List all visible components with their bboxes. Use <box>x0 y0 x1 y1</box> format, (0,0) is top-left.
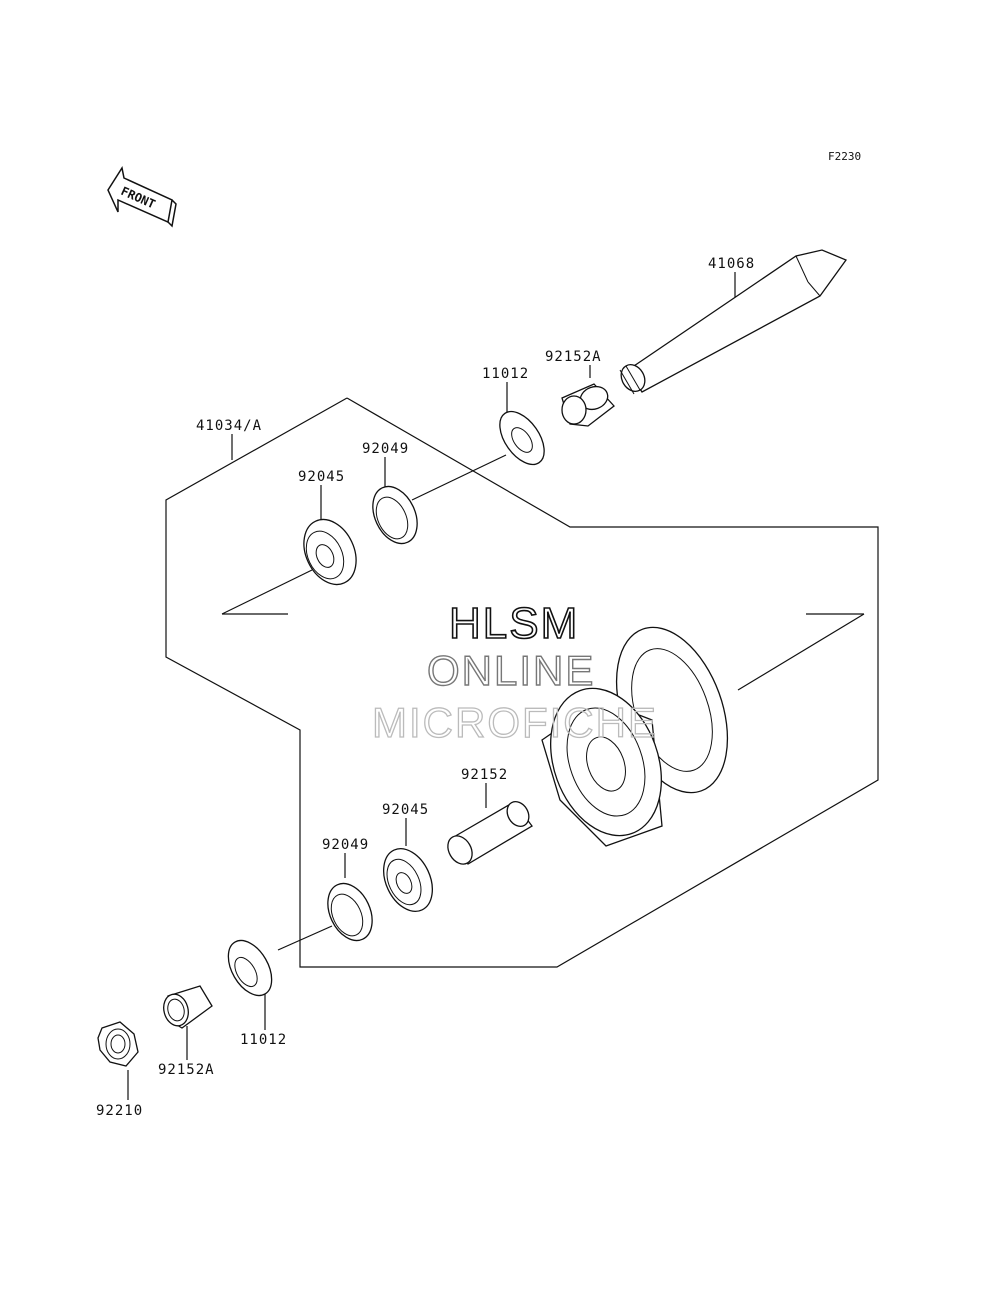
label-spacer: 92152 <box>461 767 508 783</box>
label-bearing-bottom: 92045 <box>382 802 429 818</box>
watermark-line3: MICROFICHE <box>372 699 658 746</box>
spacer-part <box>447 801 533 865</box>
label-hub-assembly: 41034/A <box>196 418 262 434</box>
watermark-line1: HLSM <box>449 599 579 648</box>
label-bearing-top: 92045 <box>298 469 345 485</box>
figure-code: F2230 <box>828 150 861 163</box>
axle-part <box>619 249 848 395</box>
label-collar-bottom: 92152A <box>158 1062 215 1078</box>
label-collar-top: 92152A <box>545 349 602 365</box>
oil-seal-bottom-part <box>327 882 373 942</box>
assembly-boundary <box>165 397 879 968</box>
front-arrow-icon: FRONT <box>107 166 177 228</box>
label-axle: 41068 <box>708 256 755 272</box>
label-nut: 92210 <box>96 1103 143 1119</box>
bearing-top-part <box>303 518 357 586</box>
seal-bottom-part <box>227 939 273 997</box>
bearing-bottom-part <box>383 848 433 912</box>
seal-top-part <box>499 410 545 466</box>
oil-seal-top-part <box>372 485 418 545</box>
watermark-line2: ONLINE <box>427 647 595 694</box>
label-seal-top: 11012 <box>482 366 529 382</box>
label-oil-seal-bottom: 92049 <box>322 837 369 853</box>
label-seal-bottom: 11012 <box>240 1032 287 1048</box>
hub-part <box>541 626 729 847</box>
collar-top-part <box>561 383 615 427</box>
label-oil-seal-top: 92049 <box>362 441 409 457</box>
collar-bottom-part <box>163 985 213 1029</box>
leader-lines <box>127 272 865 1100</box>
nut-part <box>97 1021 139 1067</box>
